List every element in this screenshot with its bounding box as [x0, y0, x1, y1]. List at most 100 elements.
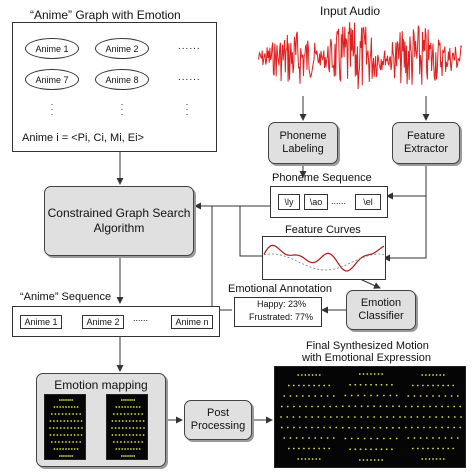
- mesh-dot: [379, 405, 382, 408]
- mesh-dot: [127, 406, 129, 408]
- mesh-dot: [428, 374, 431, 376]
- search-algorithm-box: Constrained Graph Search Algorithm: [44, 186, 194, 256]
- mesh-dot: [416, 447, 419, 450]
- mesh-dot: [54, 413, 57, 415]
- mesh-dot: [447, 447, 450, 450]
- mesh-dot: [311, 374, 314, 376]
- mesh-dot: [303, 447, 305, 450]
- mesh-dot: [70, 427, 73, 429]
- mesh-dot: [139, 420, 141, 422]
- mesh-dot: [349, 383, 351, 386]
- mesh-dot: [115, 406, 118, 408]
- mesh-dot: [422, 447, 424, 450]
- mesh-dot: [130, 406, 132, 408]
- mesh-dot: [427, 447, 429, 450]
- mesh-dot: [74, 427, 76, 429]
- mesh-dot: [132, 427, 135, 429]
- mesh-dot: [125, 399, 127, 401]
- mesh-dot: [348, 405, 350, 408]
- mesh-dot: [70, 420, 73, 422]
- mesh-dot: [329, 416, 332, 418]
- emotional-annotation-panel: [234, 297, 322, 327]
- mesh-dot: [441, 416, 444, 418]
- mesh-dot: [326, 437, 329, 439]
- mesh-dot: [286, 405, 289, 408]
- mesh-dot: [438, 395, 441, 397]
- mesh-dot: [53, 406, 56, 408]
- happy-value: Happy: 23%: [257, 299, 307, 309]
- mesh-dot: [136, 427, 138, 429]
- mesh-dot: [411, 384, 414, 387]
- mesh-dot: [424, 374, 427, 376]
- mesh-dot: [71, 399, 74, 401]
- mesh-dot: [63, 455, 65, 457]
- mesh-dot: [389, 437, 392, 440]
- mesh-dot: [308, 374, 310, 376]
- mesh-dot: [135, 406, 138, 408]
- mesh-dot: [315, 374, 318, 376]
- mesh-dot: [376, 394, 379, 397]
- mesh-dot: [71, 455, 74, 457]
- mesh-dot: [56, 420, 59, 422]
- mesh-dot: [344, 437, 347, 440]
- mesh-dot: [67, 455, 69, 457]
- mesh-dot: [77, 420, 79, 422]
- mesh-dot: [385, 448, 388, 451]
- mesh-dot: [121, 448, 124, 450]
- mesh-dot: [375, 383, 378, 386]
- mesh-dot: [305, 416, 307, 418]
- mesh-dot: [129, 399, 131, 401]
- mesh-dot: [432, 384, 434, 387]
- mesh-dot: [308, 458, 310, 460]
- mesh-dot: [58, 413, 60, 415]
- mesh-dot: [452, 384, 455, 387]
- mesh-dot: [49, 420, 52, 422]
- mesh-dot: [354, 416, 356, 418]
- mesh-dot: [350, 437, 353, 440]
- mesh-dot: [438, 437, 441, 439]
- mesh-dot: [314, 437, 317, 439]
- mesh-dot: [429, 416, 431, 418]
- mesh-dot: [344, 394, 347, 397]
- emotion-mapping-label: Emotion mapping: [54, 378, 148, 392]
- face-mesh-after: [106, 394, 148, 460]
- mesh-dot: [135, 420, 138, 422]
- mesh-dot: [298, 447, 300, 450]
- mesh-dot: [121, 420, 124, 422]
- mesh-dot: [299, 426, 301, 429]
- mesh-dot: [442, 384, 444, 387]
- mesh-dot: [59, 448, 62, 450]
- mesh-dot: [444, 395, 447, 397]
- mesh-dot: [115, 448, 118, 450]
- mesh-dot: [49, 434, 52, 436]
- mesh-dot: [116, 441, 119, 443]
- mesh-dot: [318, 374, 321, 376]
- mesh-dot: [460, 416, 462, 418]
- mesh-dot: [63, 434, 66, 436]
- mesh-dot: [308, 447, 310, 450]
- mesh-dot: [123, 413, 126, 415]
- mesh-dot: [380, 383, 383, 386]
- mesh-dot: [311, 458, 314, 460]
- mesh-dot: [370, 437, 372, 440]
- mesh-dot: [53, 420, 55, 422]
- mesh-dot: [377, 459, 380, 461]
- graph-node: Anime 7: [25, 69, 79, 90]
- mesh-dot: [77, 434, 79, 436]
- mesh-dot: [439, 374, 442, 376]
- mesh-dot: [441, 426, 443, 429]
- mesh-dot: [323, 384, 326, 387]
- mesh-dot: [459, 426, 462, 429]
- mesh-dot: [286, 426, 289, 429]
- mesh-dot: [323, 416, 326, 418]
- mesh-dot: [370, 448, 372, 451]
- mesh-dot: [413, 395, 416, 397]
- mesh-dot: [49, 427, 51, 429]
- mesh-dot: [363, 394, 366, 397]
- mesh-dot: [139, 434, 141, 436]
- mesh-dot: [116, 413, 119, 415]
- mesh-dot: [142, 420, 145, 422]
- anime-seq-cell: Anime 2: [82, 315, 124, 329]
- mesh-dot: [423, 405, 425, 408]
- mesh-dot: [447, 405, 449, 408]
